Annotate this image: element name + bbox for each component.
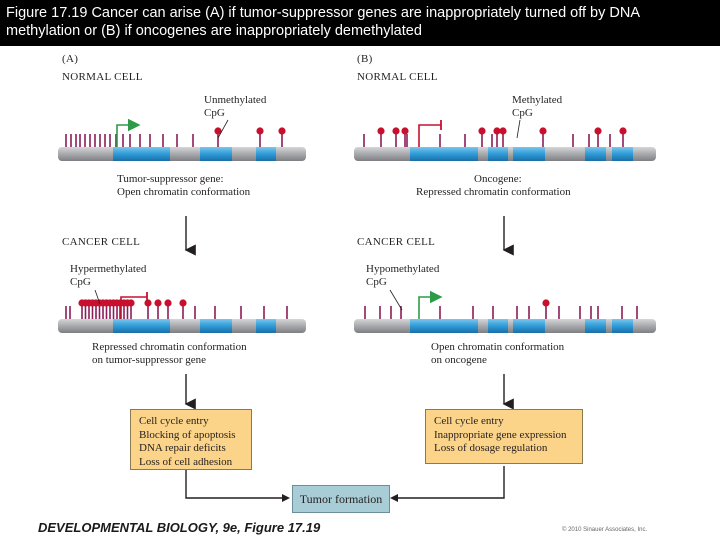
label-oncogene-line-1: Oncogene:: [474, 173, 522, 185]
effect-a-3: DNA repair deficits: [139, 442, 226, 454]
label-methylated-line-1: Methylated: [512, 94, 563, 106]
effect-a-2: Blocking of apoptosis: [139, 428, 236, 441]
strand-b-cancer-exon-5: [612, 319, 633, 333]
strand-a-cancer-exon-2: [200, 319, 232, 333]
label-unmethylated-line-2: CpG: [204, 107, 225, 119]
strand-a-normal-methyl-group-1: [214, 127, 222, 135]
label-hypermethylated-line-1: Hypermethylated: [70, 263, 147, 275]
strand-a-cancer-methyl-group-18: [164, 299, 172, 307]
label-methylated: Methylated CpG: [512, 94, 562, 120]
label-repressed-chromatin-line-2: on tumor-suppressor gene: [92, 354, 207, 366]
strand-a-normal-exon-3: [256, 147, 276, 161]
strand-b-normal-methyl-group-5: [493, 127, 501, 135]
panel-a-cancer-header: CANCER CELL: [62, 236, 141, 248]
strand-a-cancer-methyl-group-17: [154, 299, 162, 307]
flow-arrows: [184, 216, 514, 502]
strand-b-cancer-transcription-arrow: [418, 290, 443, 319]
label-hypomethylated-line-2: CpG: [366, 276, 387, 288]
strand-b-cancer-exon-4: [585, 319, 606, 333]
strand-b-normal-methyl-group-9: [619, 127, 627, 135]
strand-b-normal-methyl-group-8: [594, 127, 602, 135]
strand-b-normal: [354, 120, 656, 161]
strand-a-normal-transcription-arrow: [116, 118, 141, 147]
strand-b-normal-methyl-group-6: [499, 127, 507, 135]
figure-title-line-1: Figure 17.19 Cancer can arise (A) if tum…: [6, 5, 641, 21]
label-open-chromatin: Open chromatin conformation on oncogene: [431, 341, 564, 367]
strand-b-cancer-exon-3: [513, 319, 545, 333]
strand-b-cancer: [354, 290, 656, 333]
flow-arrow-a-3: [185, 470, 282, 499]
effect-a-1: Cell cycle entry: [139, 415, 209, 427]
strand-b-normal-exon-5: [612, 147, 633, 161]
label-unmethylated-line-1: Unmethylated: [204, 94, 267, 106]
strand-a-cancer-methyl-group-19: [179, 299, 187, 307]
effect-b-3: Loss of dosage regulation: [434, 442, 548, 454]
strand-b-normal-exon-3: [513, 147, 545, 161]
panel-b-normal-header: NORMAL CELL: [357, 71, 438, 83]
figure-title-line-2: methylation or (B) if oncogenes are inap…: [6, 23, 422, 39]
strand-b-normal-methyl-group-1: [377, 127, 385, 135]
strand-a-normal-exon-2: [200, 147, 232, 161]
label-tumor-suppressor: Tumor-suppressor gene: Open chromatin co…: [117, 173, 250, 199]
label-hypermethylated-line-2: CpG: [70, 276, 91, 288]
strand-b-normal-methyl-group-2: [392, 127, 400, 135]
pointer-hypermethylated: [94, 289, 101, 305]
strand-a-cancer-methyl-group-15: [127, 299, 135, 307]
effect-b-2: Inappropriate gene expression: [434, 428, 567, 441]
strand-b-normal-exon-4: [585, 147, 606, 161]
strand-b-cancer-exon-1: [410, 319, 478, 333]
flow-arrow-b-3-head: [390, 494, 398, 502]
effect-a-4: Loss of cell adhesion: [139, 455, 233, 468]
label-open-chromatin-line-1: Open chromatin conformation: [431, 341, 565, 353]
strand-a-normal: [58, 118, 306, 161]
figure-title: Figure 17.19 Cancer can arise (A) if tum…: [0, 0, 720, 46]
panel-b-letter: (B): [357, 53, 373, 65]
label-tumor-suppressor-line-2: Open chromatin conformation: [117, 186, 251, 198]
strand-b-cancer-exon-2: [488, 319, 508, 333]
label-oncogene-line-2: Repressed chromatin conformation: [416, 186, 571, 198]
strand-a-cancer-exon-1: [113, 319, 170, 333]
panel-b-cancer-header: CANCER CELL: [357, 236, 436, 248]
effect-b-1: Cell cycle entry: [434, 415, 504, 427]
strand-a-cancer: [58, 292, 306, 333]
strand-b-normal-methyl-group-4: [478, 127, 486, 135]
label-hypermethylated: Hypermethylated CpG: [70, 263, 146, 289]
flow-arrow-a-3-head: [282, 494, 290, 502]
strand-b-normal-repressed-arrow: [418, 124, 441, 147]
label-unmethylated: Unmethylated CpG: [204, 94, 266, 120]
tumor-formation-box: Tumor formation: [292, 485, 390, 513]
flow-arrow-b-3: [398, 466, 505, 499]
label-repressed-chromatin-line-1: Repressed chromatin conformation: [92, 341, 247, 353]
strand-a-normal-exon-1: [113, 147, 170, 161]
pointer-unmethylated: [217, 119, 229, 139]
effects-box-a: Cell cycle entry Blocking of apoptosis D…: [130, 409, 252, 470]
strand-a-cancer-repressed-arrow: [120, 296, 147, 319]
pointer-hypomethylated: [389, 289, 403, 311]
label-hypomethylated: Hypomethylated CpG: [366, 263, 439, 289]
label-oncogene: Oncogene: Repressed chromatin conformati…: [416, 173, 571, 199]
strand-a-cancer-exon-3: [256, 319, 276, 333]
strand-b-cancer-methyl-group-1: [542, 299, 550, 307]
strand-b-normal-exon-1: [410, 147, 478, 161]
label-hypomethylated-line-1: Hypomethylated: [366, 263, 440, 275]
panel-a-normal-header: NORMAL CELL: [62, 71, 143, 83]
footer-citation: DEVELOPMENTAL BIOLOGY, 9e, Figure 17.19: [38, 520, 321, 535]
strand-a-normal-methyl-group-3: [278, 127, 286, 135]
label-repressed-chromatin: Repressed chromatin conformation on tumo…: [92, 341, 247, 367]
copyright: © 2010 Sinauer Associates, Inc.: [562, 527, 648, 533]
label-pointers: [94, 119, 521, 311]
pointer-methylated: [516, 119, 521, 139]
label-tumor-suppressor-line-1: Tumor-suppressor gene:: [117, 173, 224, 185]
label-methylated-line-2: CpG: [512, 107, 533, 119]
panel-a-letter: (A): [62, 53, 79, 65]
strand-b-normal-exon-2: [488, 147, 508, 161]
effects-box-b: Cell cycle entry Inappropriate gene expr…: [425, 409, 583, 464]
strand-a-cancer-methyl-group-16: [144, 299, 152, 307]
strand-b-normal-methyl-group-3: [401, 127, 409, 135]
strand-a-normal-methyl-group-2: [256, 127, 264, 135]
strand-b-normal-methyl-group-7: [539, 127, 547, 135]
label-open-chromatin-line-2: on oncogene: [431, 354, 487, 366]
